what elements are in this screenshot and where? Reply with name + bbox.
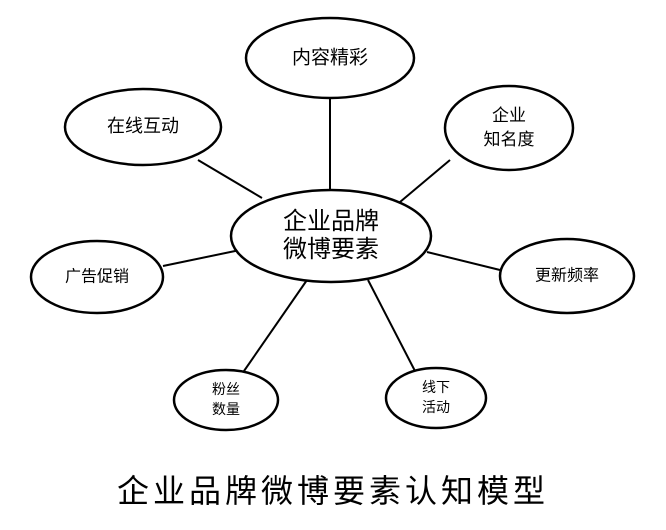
center-node-label: 企业品牌: [283, 207, 379, 235]
node-content-label: 内容精彩: [292, 47, 368, 69]
connectors: [162, 99, 501, 372]
node-fans-label: 粉丝: [212, 382, 240, 398]
connector-interaction: [197, 159, 263, 199]
center-node-label: 微博要素: [283, 235, 379, 263]
node-frequency-ellipse: [498, 237, 636, 315]
node-interaction: 在线互动: [63, 87, 223, 167]
node-offline-ellipse: [384, 366, 488, 430]
node-fans-label: 数量: [212, 402, 240, 418]
node-interaction-label: 在线互动: [107, 116, 179, 137]
node-frequency-label: 更新频率: [535, 266, 599, 285]
connector-frequency: [426, 251, 501, 271]
node-ads-label: 广告促销: [65, 267, 129, 286]
diagram-caption: 企业品牌微博要素认知模型: [116, 472, 549, 510]
node-awareness-label: 知名度: [484, 130, 535, 150]
connector-offline: [367, 279, 416, 372]
node-fans-ellipse: [172, 368, 280, 432]
node-interaction-ellipse: [63, 87, 223, 167]
node-ads-ellipse: [29, 239, 165, 315]
node-offline-label: 活动: [422, 400, 450, 416]
connector-ads: [162, 249, 241, 267]
center-node: 企业品牌微博要素: [229, 188, 433, 284]
center-node-ellipse: [229, 188, 433, 284]
node-ads: 广告促销: [29, 239, 165, 315]
node-awareness-ellipse: [443, 84, 575, 172]
node-content-ellipse: [244, 16, 416, 100]
connector-fans: [243, 279, 308, 372]
node-frequency: 更新频率: [498, 237, 636, 315]
node-content: 内容精彩: [244, 16, 416, 100]
node-offline-label: 线下: [422, 380, 450, 396]
node-awareness-label: 企业: [492, 106, 526, 126]
connector-awareness: [399, 159, 451, 203]
